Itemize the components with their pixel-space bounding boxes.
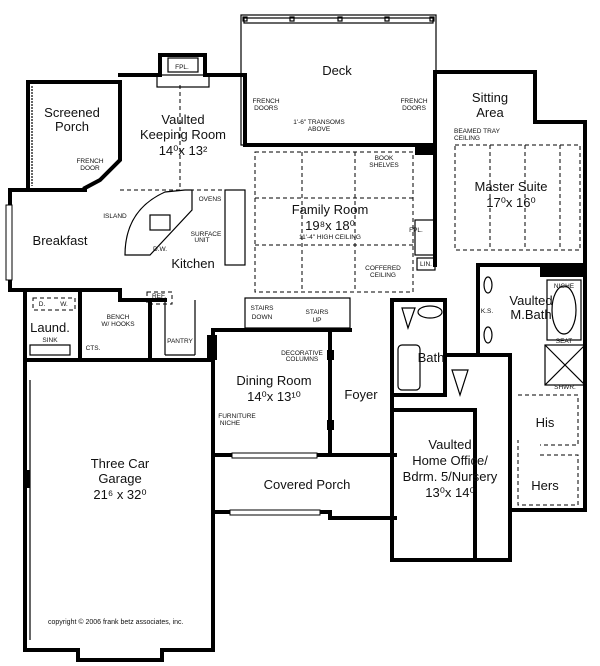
french-door-porch-note: FRENCH xyxy=(76,158,103,165)
ceiling-lines xyxy=(120,85,581,293)
pantry-label: PANTRY xyxy=(167,338,193,345)
stairs-up-note-2: UP xyxy=(312,317,321,324)
book-shelves-note-2: SHELVES xyxy=(369,162,399,169)
sink-note: SINK xyxy=(42,337,58,344)
room-label-sitting-area-2: Area xyxy=(476,105,504,120)
room-label-family-room: Family Room xyxy=(292,202,369,217)
room-label-screened-porch: Screened xyxy=(44,105,100,120)
office-dimensions: 13⁰x 14⁰ xyxy=(425,485,474,500)
annotation-notes: FPL. FPL. FRENCH DOORS FRENCH DOORS FREN… xyxy=(39,64,576,427)
family-fireplace-note: FPL. xyxy=(409,227,423,234)
room-label-office-2: Home Office/ xyxy=(412,453,488,468)
room-label-sitting-area: Sitting xyxy=(472,90,508,105)
surface-unit-note: SURFACE xyxy=(191,231,222,238)
room-label-screened-porch-2: Porch xyxy=(55,119,89,134)
coffered-ceiling-note-2: CEILING xyxy=(370,272,396,279)
french-doors-right-note-2: DOORS xyxy=(402,105,427,112)
room-label-his: His xyxy=(536,415,555,430)
room-label-bath: Bath xyxy=(418,350,445,365)
dining-room-dimensions: 14⁰x 13¹⁰ xyxy=(247,389,301,404)
room-labels: Deck Sitting Area Screened Porch Vaulted… xyxy=(30,63,559,502)
washer-note: W. xyxy=(60,301,68,308)
kitchen-fixtures xyxy=(29,189,436,356)
family-room-dimensions: 19⁸x 18⁰ xyxy=(305,218,355,233)
stairs-down-note: STAIRS xyxy=(251,305,275,312)
room-label-dining-room: Dining Room xyxy=(236,373,311,388)
furniture-niche-note: FURNITURE xyxy=(218,413,256,420)
linen-note: LIN. xyxy=(420,261,432,268)
room-label-foyer: Foyer xyxy=(344,387,378,402)
high-ceiling-note: 11'-4" HIGH CEILING xyxy=(299,234,361,241)
book-shelves-note: BOOK xyxy=(375,155,394,162)
surface-unit-note-2: UNIT xyxy=(194,237,209,244)
room-label-master-bath-2: M.Bath xyxy=(510,307,551,322)
room-label-keeping-room: Vaulted xyxy=(161,112,204,127)
stairs-up-note: STAIRS xyxy=(306,309,330,316)
room-label-master-suite: Master Suite xyxy=(475,179,548,194)
cabinets-note: CTS. xyxy=(86,345,101,352)
island-note: ISLAND xyxy=(103,213,127,220)
beamed-ceiling-note-2: CEILING xyxy=(454,135,480,142)
copyright-text: copyright © 2006 frank betz associates, … xyxy=(48,618,184,626)
decorative-columns-note-2: COLUMNS xyxy=(286,356,319,363)
beamed-ceiling-note: BEAMED TRAY xyxy=(454,128,501,135)
niche-note: NICHE xyxy=(554,283,575,290)
furniture-niche-note-2: NICHE xyxy=(220,420,241,427)
room-label-garage-2: Garage xyxy=(98,471,141,486)
room-label-breakfast: Breakfast xyxy=(33,233,88,248)
room-label-keeping-room-2: Keeping Room xyxy=(140,127,226,142)
room-label-deck: Deck xyxy=(322,63,352,78)
room-label-garage: Three Car xyxy=(91,456,150,471)
room-label-kitchen: Kitchen xyxy=(171,256,214,271)
coffered-ceiling-note: COFFERED xyxy=(365,265,401,272)
room-label-office-3: Bdrm. 5/Nursery xyxy=(403,469,498,484)
transoms-note-2: ABOVE xyxy=(308,126,331,133)
bench-note-2: W/ HOOKS xyxy=(101,321,135,328)
french-door-porch-note-2: DOOR xyxy=(80,165,100,172)
room-label-laundry: Laund. xyxy=(30,320,70,335)
french-doors-note-2: DOORS xyxy=(254,105,279,112)
keeping-room-dimensions: 14⁰x 13² xyxy=(159,143,208,158)
seat-note: SEAT xyxy=(556,338,573,345)
stairs-down-note-2: DOWN xyxy=(252,314,273,321)
room-label-covered-porch: Covered Porch xyxy=(264,477,351,492)
shower-note: SHWR. xyxy=(554,384,576,391)
master-suite-dimensions: 17⁰x 16⁰ xyxy=(486,195,535,210)
kneespace-note: K.S. xyxy=(481,308,493,315)
ovens-note: OVENS xyxy=(199,196,222,203)
transoms-note: 1'-6" TRANSOMS xyxy=(293,119,345,126)
room-label-hers: Hers xyxy=(531,478,559,493)
dryer-note: D. xyxy=(39,301,46,308)
walls xyxy=(5,53,587,662)
fireplace-note: FPL. xyxy=(175,64,189,71)
refrigerator-note: REF. xyxy=(152,293,166,300)
french-doors-note: FRENCH xyxy=(252,98,279,105)
french-doors-right-note: FRENCH xyxy=(400,98,427,105)
dishwasher-note: D.W. xyxy=(153,246,167,253)
bench-note: BENCH xyxy=(107,314,130,321)
decorative-columns-note: DECORATIVE xyxy=(281,350,323,357)
garage-dimensions: 21⁶ x 32⁰ xyxy=(93,487,146,502)
room-label-office: Vaulted xyxy=(428,437,471,452)
room-label-master-bath: Vaulted xyxy=(509,293,552,308)
